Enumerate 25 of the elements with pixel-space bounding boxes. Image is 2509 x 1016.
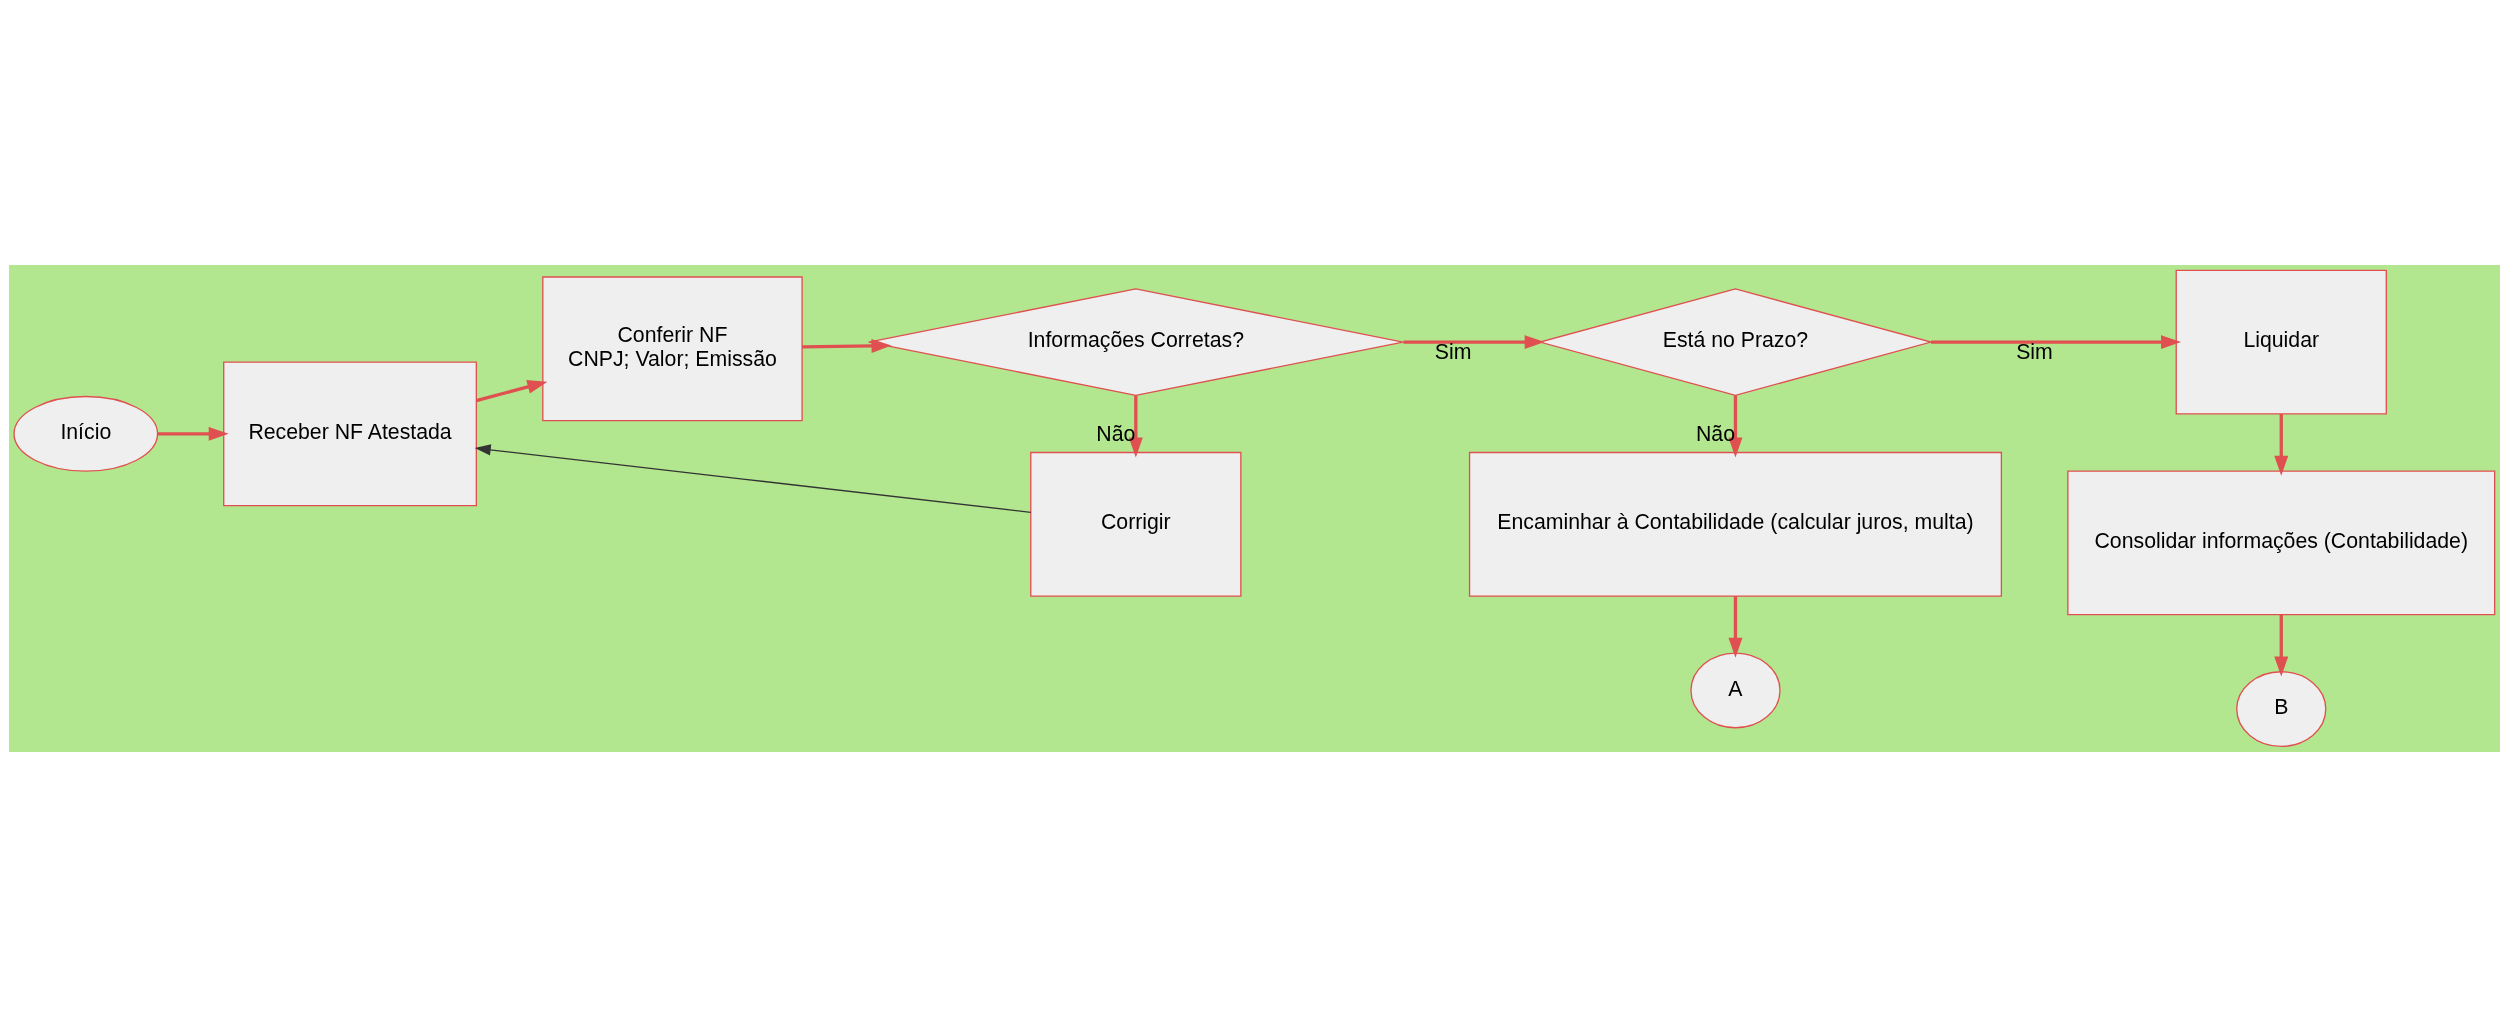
arrow — [2274, 413, 2289, 476]
arrow — [1728, 595, 1743, 658]
edge-label: Não — [1696, 421, 1736, 446]
edge-label: Não — [1096, 421, 1136, 446]
arrow — [475, 379, 548, 402]
node-box: Encaminhar à Contabilidade (calcular juros, multa) — [1468, 451, 2003, 597]
arrow — [1128, 395, 1143, 457]
node-ellipse: B — [2236, 670, 2327, 747]
node-box: Consolidar informações (Contabilidade) — [2067, 469, 2496, 615]
node-box: Receber NF Atestada — [223, 360, 477, 506]
arrow — [1930, 334, 2181, 349]
node-box: Liquidar — [2175, 269, 2387, 415]
node-box: Conferir NF CNPJ; Valor; Emissão — [542, 275, 803, 421]
arrow — [802, 338, 892, 353]
edge-label: Sim — [1434, 339, 1472, 364]
node-box: Corrigir — [1030, 451, 1242, 597]
arrow — [2274, 614, 2289, 676]
arrow — [157, 426, 229, 441]
node-ellipse: A — [1690, 652, 1781, 728]
edge-label: Sim — [2016, 339, 2053, 364]
node-ellipse: Início — [13, 395, 159, 472]
arrow — [474, 443, 1032, 513]
arrow — [1403, 334, 1545, 349]
node-diamond: Informações Corretas? — [867, 287, 1404, 396]
arrow — [1728, 395, 1743, 457]
